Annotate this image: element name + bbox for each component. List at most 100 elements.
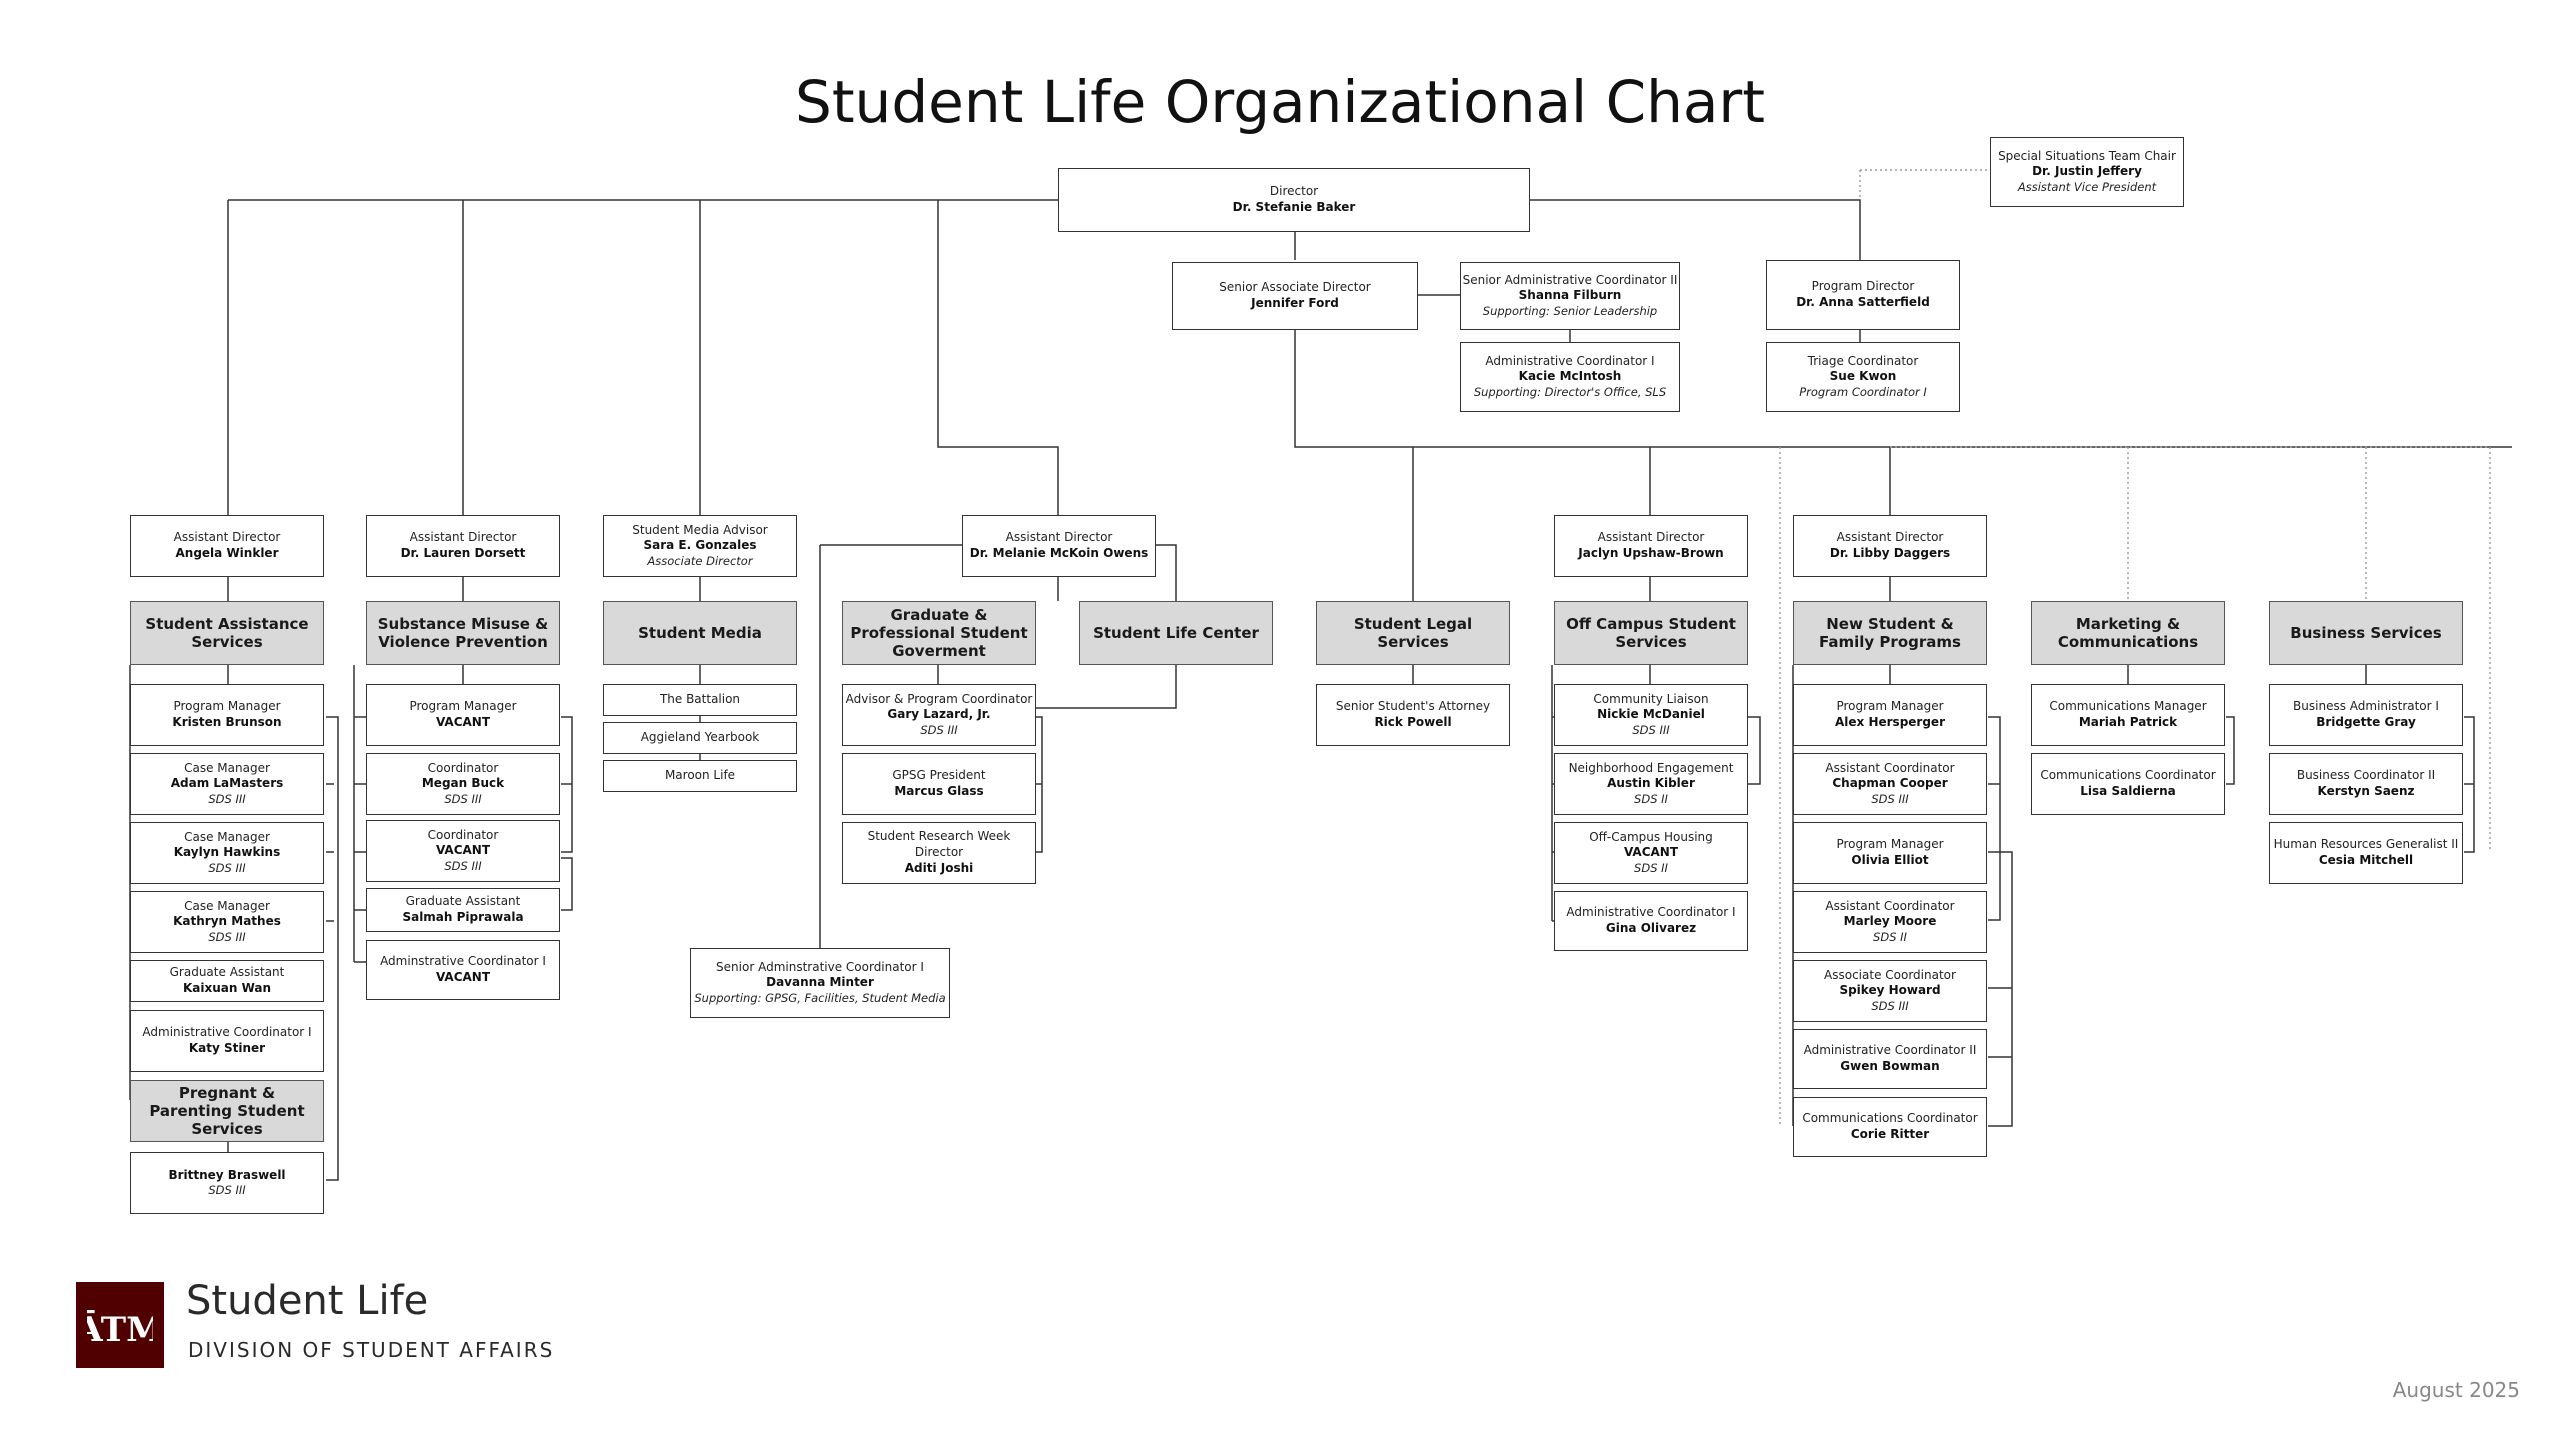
unit-student-life-center[interactable]: Student Life Center [1079,601,1273,665]
unit-off-campus[interactable]: Off Campus Student Services [1554,601,1748,665]
staff-role: Program Manager [1836,699,1944,714]
sas-staff-5[interactable]: Graduate Assistant Kaixuan Wan [130,960,324,1002]
mc-staff-1[interactable]: Communications Manager Mariah Patrick [2031,684,2225,746]
mc-staff-2[interactable]: Communications Coordinator Lisa Saldiern… [2031,753,2225,815]
unit-business-services[interactable]: Business Services [2269,601,2463,665]
nsfp-staff-7[interactable]: Communications Coordinator Corie Ritter [1793,1097,1987,1157]
director-role: Director [1269,184,1319,199]
senior-admin-coordinator-box[interactable]: Senior Administrative Coordinator II Sha… [1460,262,1680,330]
media-item-maroon-life[interactable]: Maroon Life [603,760,797,792]
nsfp-staff-1[interactable]: Program Manager Alex Hersperger [1793,684,1987,746]
staff-name: Kerstyn Saenz [2317,784,2415,798]
ocss-staff-4[interactable]: Administrative Coordinator I Gina Olivar… [1554,891,1748,951]
admin-coordinator-box[interactable]: Administrative Coordinator I Kacie McInt… [1460,342,1680,412]
staff-name: Davanna Minter [766,975,874,990]
staff-note: SDS III [208,861,246,876]
special-situations-box[interactable]: Special Situations Team Chair Dr. Justin… [1990,137,2184,207]
unit-student-legal-services[interactable]: Student Legal Services [1316,601,1510,665]
sas-head-box[interactable]: Assistant Director Angela Winkler [130,515,324,577]
smvp-staff-3[interactable]: Coordinator VACANT SDS III [366,820,560,882]
unit-student-media[interactable]: Student Media [603,601,797,665]
staff-name: Nickie McDaniel [1597,707,1705,722]
gpsg-staff-3[interactable]: Student Research Week Director Aditi Jos… [842,822,1036,884]
gpsg-head-role: Assistant Director [1005,530,1113,545]
sas-staff-3[interactable]: Case Manager Kaylyn Hawkins SDS III [130,822,324,884]
staff-role: Neighborhood Engagement [1568,760,1734,775]
sas-staff-6[interactable]: Administrative Coordinator I Katy Stiner [130,1010,324,1072]
bs-staff-3[interactable]: Human Resources Generalist II Cesia Mitc… [2269,822,2463,884]
sas-staff-4[interactable]: Case Manager Kathryn Mathes SDS III [130,891,324,953]
staff-name: VACANT [1623,845,1679,860]
unit-pregnant-parenting[interactable]: Pregnant & Parenting Student Services [130,1080,324,1142]
ocss-staff-1[interactable]: Community Liaison Nickie McDaniel SDS II… [1554,684,1748,746]
smvp-staff-4[interactable]: Graduate Assistant Salmah Piprawala [366,888,560,932]
director-box[interactable]: Director Dr. Stefanie Baker [1058,168,1530,232]
staff-role: Adminstrative Coordinator I [380,954,546,969]
sac-role: Senior Administrative Coordinator II [1462,272,1678,287]
staff-name: Alex Hersperger [1835,715,1945,729]
smvp-head-box[interactable]: Assistant Director Dr. Lauren Dorsett [366,515,560,577]
atm-logo: ĀTM [76,1282,164,1368]
sas-staff-2[interactable]: Case Manager Adam LaMasters SDS III [130,753,324,815]
pps-staff[interactable]: Brittney Braswell SDS III [130,1152,324,1214]
media-head-name: Sara E. Gonzales [643,538,757,553]
smvp-head-name: Dr. Lauren Dorsett [400,546,526,560]
media-item-yearbook[interactable]: Aggieland Yearbook [603,722,797,754]
staff-role: Administrative Coordinator II [1803,1043,1977,1058]
unit-student-assistance-services[interactable]: Student Assistance Services [130,601,324,665]
bs-staff-2[interactable]: Business Coordinator II Kerstyn Saenz [2269,753,2463,815]
staff-role: Administrative Coordinator I [142,1025,312,1040]
staff-name: Kristen Brunson [172,715,282,729]
smvp-head-role: Assistant Director [409,530,517,545]
sls-staff-1[interactable]: Senior Student's Attorney Rick Powell [1316,684,1510,746]
unit-sas-label: Student Assistance Services [145,614,309,651]
unit-gpsg-label: Graduate & Professional Student Govermen… [850,605,1028,661]
gpsg-senior-admin-box[interactable]: Senior Adminstrative Coordinator I Davan… [690,948,950,1018]
media-head-box[interactable]: Student Media Advisor Sara E. Gonzales A… [603,515,797,577]
ocss-staff-2[interactable]: Neighborhood Engagement Austin Kibler SD… [1554,753,1748,815]
staff-role: Communications Manager [2049,699,2207,714]
staff-role: Communications Coordinator [2040,768,2216,783]
staff-name: Brittney Braswell [168,1167,286,1182]
pd-role: Program Director [1811,279,1915,294]
triage-coordinator-box[interactable]: Triage Coordinator Sue Kwon Program Coor… [1766,342,1960,412]
ac1-name: Kacie McIntosh [1518,369,1622,384]
staff-role: Associate Coordinator [1824,967,1956,982]
bs-staff-1[interactable]: Business Administrator I Bridgette Gray [2269,684,2463,746]
ocss-head-box[interactable]: Assistant Director Jaclyn Upshaw-Brown [1554,515,1748,577]
smvp-staff-1[interactable]: Program Manager VACANT [366,684,560,746]
unit-substance-misuse[interactable]: Substance Misuse & Violence Prevention [366,601,560,665]
staff-role: Senior Student's Attorney [1335,699,1491,714]
unit-pps-label: Pregnant & Parenting Student Services [149,1083,305,1139]
media-item-battalion[interactable]: The Battalion [603,684,797,716]
unit-new-student-family[interactable]: New Student & Family Programs [1793,601,1987,665]
chart-date: August 2025 [2392,1378,2520,1402]
staff-role: Case Manager [184,829,270,844]
ocss-staff-3[interactable]: Off-Campus Housing VACANT SDS II [1554,822,1748,884]
nsfp-staff-4[interactable]: Assistant Coordinator Marley Moore SDS I… [1793,891,1987,953]
gpsg-staff-2[interactable]: GPSG President Marcus Glass [842,753,1036,815]
staff-name: Mariah Patrick [2078,715,2178,729]
nsfp-head-role: Assistant Director [1836,530,1944,545]
gpsg-staff-1[interactable]: Advisor & Program Coordinator Gary Lazar… [842,684,1036,746]
nsfp-staff-2[interactable]: Assistant Coordinator Chapman Cooper SDS… [1793,753,1987,815]
smvp-staff-5[interactable]: Adminstrative Coordinator I VACANT [366,940,560,1000]
nsfp-staff-5[interactable]: Associate Coordinator Spikey Howard SDS … [1793,960,1987,1022]
gpsg-head-box[interactable]: Assistant Director Dr. Melanie McKoin Ow… [962,515,1156,577]
unit-gpsg[interactable]: Graduate & Professional Student Govermen… [842,601,1036,665]
staff-note: SDS III [1871,999,1909,1014]
staff-note: SDS III [444,792,482,807]
unit-marketing[interactable]: Marketing & Communications [2031,601,2225,665]
nsfp-head-box[interactable]: Assistant Director Dr. Libby Daggers [1793,515,1987,577]
senior-associate-director-box[interactable]: Senior Associate Director Jennifer Ford [1172,262,1418,330]
sas-head-role: Assistant Director [173,530,281,545]
program-director-box[interactable]: Program Director Dr. Anna Satterfield [1766,260,1960,330]
staff-role: Graduate Assistant [405,894,521,909]
staff-role: Program Manager [409,699,517,714]
sas-staff-1[interactable]: Program Manager Kristen Brunson [130,684,324,746]
nsfp-staff-6[interactable]: Administrative Coordinator II Gwen Bowma… [1793,1029,1987,1089]
staff-name: Kathryn Mathes [173,914,281,929]
smvp-staff-2[interactable]: Coordinator Megan Buck SDS III [366,753,560,815]
nsfp-staff-3[interactable]: Program Manager Olivia Elliot [1793,822,1987,884]
